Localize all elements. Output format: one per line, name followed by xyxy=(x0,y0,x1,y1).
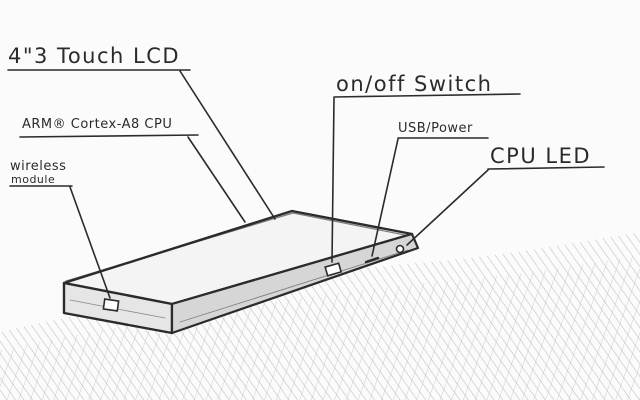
label-wireless-line2: module xyxy=(11,173,55,186)
label-on-off-switch: on/off Switch xyxy=(336,72,492,96)
wireless-module-port xyxy=(103,299,118,311)
label-cpu-led: CPU LED xyxy=(490,144,591,168)
cpu-led xyxy=(397,246,404,253)
label-touch-lcd: 4"3 Touch LCD xyxy=(8,44,180,68)
label-arm-cpu: ARM® Cortex-A8 CPU xyxy=(22,117,172,132)
label-usb-power: USB/Power xyxy=(398,121,473,136)
label-wireless-line1: wireless xyxy=(10,159,66,174)
